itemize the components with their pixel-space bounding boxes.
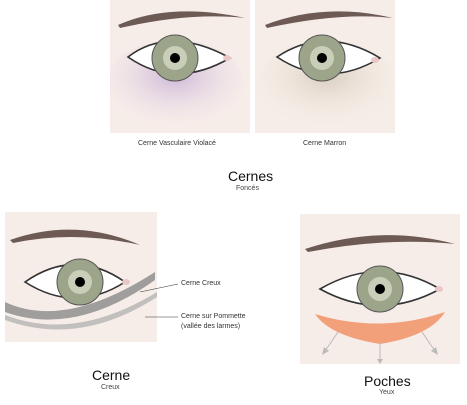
bags-subtitle: Yeux bbox=[379, 389, 395, 396]
hollow-label: Cerne Creux bbox=[181, 280, 221, 287]
hollow-title: Cerne bbox=[92, 367, 131, 383]
hollow-subtitle: Creux bbox=[101, 384, 120, 391]
cheek-label: Cerne sur Pommette bbox=[181, 313, 246, 320]
center-title: Cernes bbox=[228, 168, 274, 184]
eye-illustration-hollow-circle bbox=[5, 212, 157, 342]
tear-trough-label: (vallée des larmes) bbox=[181, 323, 241, 330]
eye-illustration-brown-circle bbox=[255, 0, 395, 133]
brown-caption: Cerne Marron bbox=[303, 140, 347, 147]
eye-illustration-violet-circle bbox=[110, 0, 250, 133]
eye-illustration-eye-bags bbox=[300, 214, 460, 364]
bags-title: Poches bbox=[364, 373, 411, 389]
violet-caption: Cerne Vasculaire Violacé bbox=[138, 140, 216, 147]
center-subtitle: Foncés bbox=[236, 185, 259, 192]
